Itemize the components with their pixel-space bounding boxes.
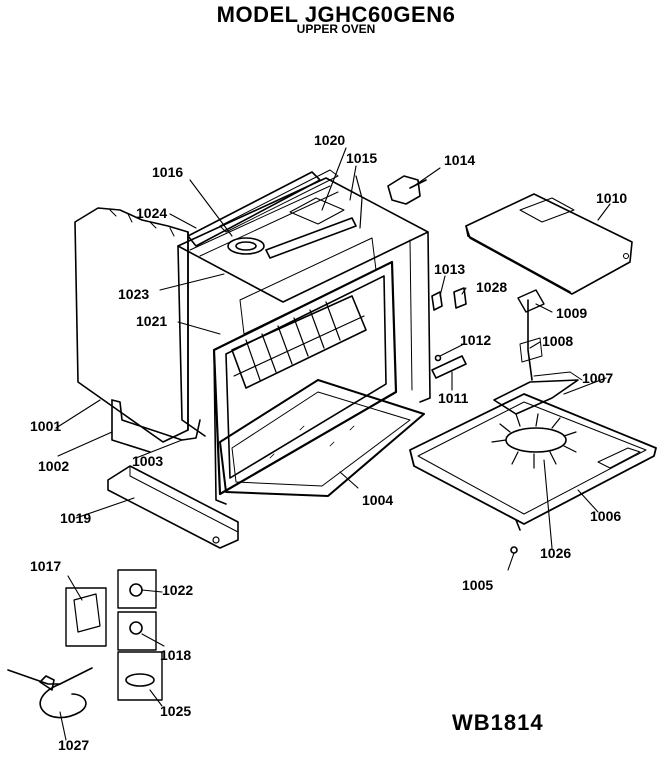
small-hardware-parts [431, 287, 545, 381]
callout-1019: 1019 [60, 510, 92, 526]
callout-1007: 1007 [582, 370, 614, 386]
side-bracket-part [111, 399, 201, 453]
front-rail-part [107, 465, 239, 549]
callout-1009: 1009 [556, 305, 588, 321]
callout-1008: 1008 [542, 333, 574, 349]
callout-1003: 1003 [132, 453, 164, 469]
screw-part [510, 546, 518, 554]
insulation-wrap-part [74, 207, 189, 443]
callout-leader-lines [55, 147, 611, 741]
callout-1016: 1016 [152, 164, 184, 180]
callout-1028-upper: 1028 [476, 279, 508, 295]
oven-bottom-panel-part [219, 379, 425, 497]
callout-1025: 1025 [160, 703, 192, 719]
vent-components-part [187, 169, 363, 259]
igniter-kit-parts [65, 569, 163, 701]
callout-1026: 1026 [540, 545, 572, 561]
callout-1012: 1012 [460, 332, 492, 348]
callout-1021: 1021 [136, 313, 168, 329]
callout-1018: 1018 [160, 647, 192, 663]
bottom-plate-part [409, 371, 657, 531]
diagram-subtitle: UPPER OVEN [296, 22, 376, 36]
callout-1015: 1015 [346, 150, 378, 166]
diagram-title: MODEL JGHC60GEN6 [216, 2, 456, 27]
callout-1013: 1013 [434, 261, 466, 277]
callout-1020: 1020 [314, 132, 346, 148]
callout-1006: 1006 [590, 508, 622, 524]
bake-element-part [387, 175, 427, 205]
callout-1024: 1024 [136, 205, 168, 221]
top-panel-part [465, 193, 633, 295]
callout-1002: 1002 [38, 458, 70, 474]
diagram-code: WB1814 [452, 710, 544, 735]
callout-1010: 1010 [596, 190, 628, 206]
callout-1001: 1001 [30, 418, 62, 434]
callout-1011: 1011 [438, 390, 469, 406]
callout-1005: 1005 [462, 577, 494, 593]
capillary-tube-part [7, 667, 93, 719]
callout-1027: 1027 [58, 737, 90, 753]
callout-1014: 1014 [444, 152, 476, 168]
callout-1004: 1004 [362, 492, 394, 508]
callout-1022: 1022 [162, 582, 194, 598]
oven-cavity-part [177, 177, 431, 505]
callout-1017: 1017 [30, 558, 62, 574]
callout-1023: 1023 [118, 286, 150, 302]
